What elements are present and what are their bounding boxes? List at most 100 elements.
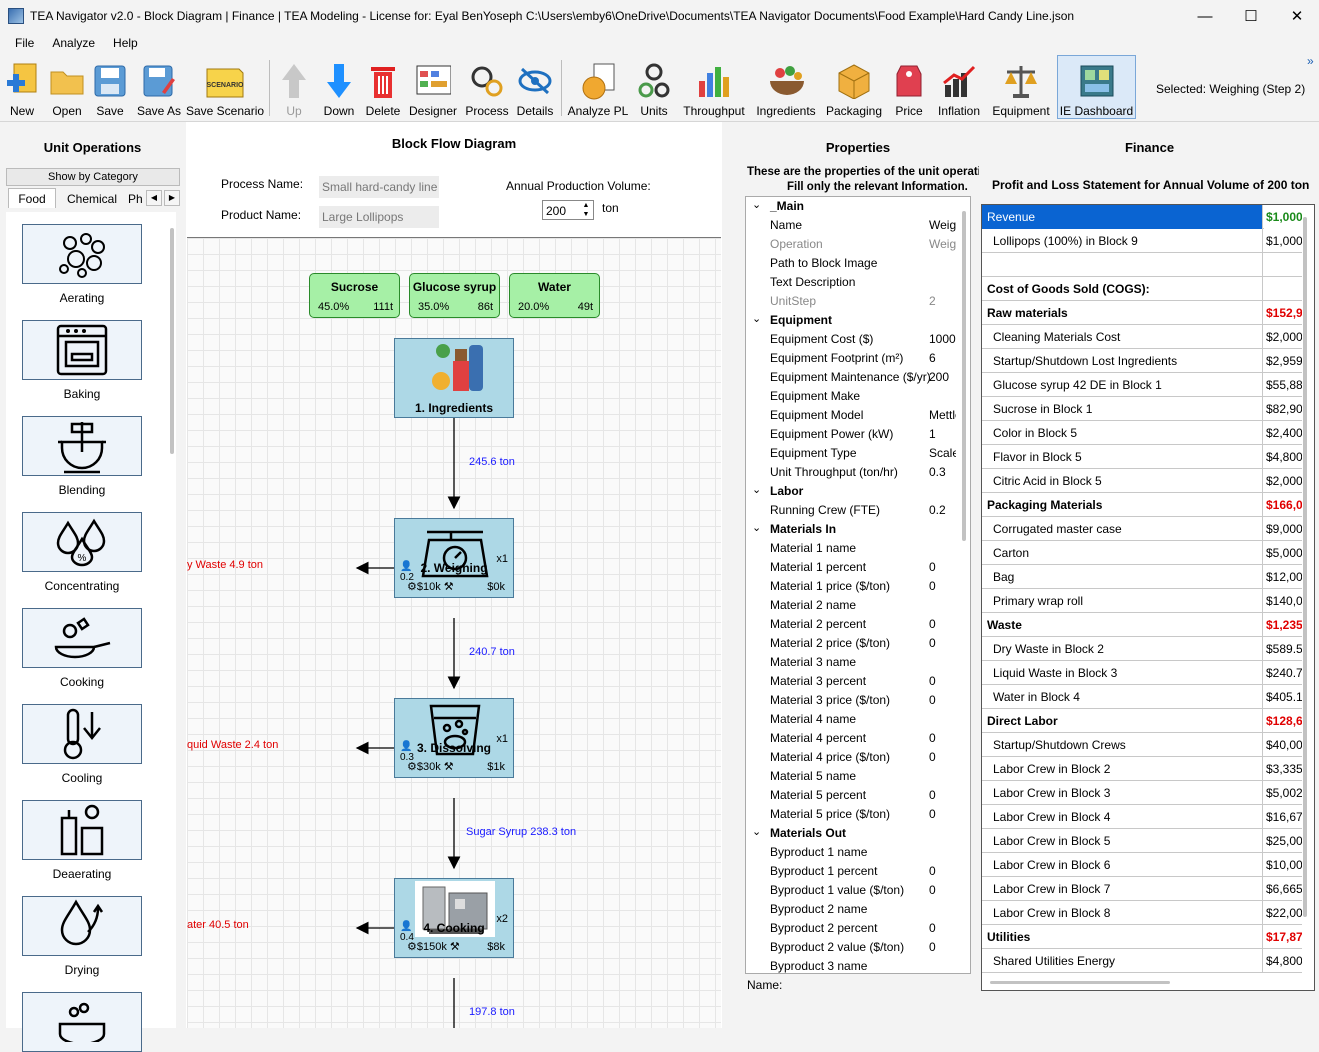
- tab-food[interactable]: Food: [8, 188, 56, 208]
- unit-op-baking[interactable]: [22, 320, 142, 380]
- unit-op-deaerating[interactable]: [22, 800, 142, 860]
- pl-item-row[interactable]: Labor Crew in Block 2$3,335: [982, 757, 1302, 781]
- show-by-category-button[interactable]: Show by Category: [6, 168, 180, 186]
- pl-category-row[interactable]: Utilities$17,87: [982, 925, 1302, 949]
- minimize-button[interactable]: —: [1197, 7, 1213, 25]
- property-row[interactable]: Equipment Make: [746, 387, 956, 406]
- unit-op-cooling[interactable]: [22, 704, 142, 764]
- property-row[interactable]: Byproduct 1 name: [746, 843, 956, 862]
- property-row[interactable]: Material 4 price ($/ton)0: [746, 748, 956, 767]
- pl-category-row[interactable]: Raw materials$152,9: [982, 301, 1302, 325]
- property-row[interactable]: Equipment Power (kW)1: [746, 425, 956, 444]
- property-row[interactable]: Equipment Maintenance ($/yr)200: [746, 368, 956, 387]
- unit-op-concentrating[interactable]: %: [22, 512, 142, 572]
- property-row[interactable]: NameWeighing: [746, 216, 956, 235]
- pl-revenue-row[interactable]: Revenue$1,000: [982, 205, 1302, 229]
- block-ingredients[interactable]: 1. Ingredients: [394, 338, 514, 418]
- property-row[interactable]: Byproduct 2 value ($/ton)0: [746, 938, 956, 957]
- property-value[interactable]: 0: [929, 883, 936, 897]
- property-row[interactable]: Material 3 name: [746, 653, 956, 672]
- toolbar-overflow-button[interactable]: »: [1307, 54, 1314, 68]
- tab-pharma[interactable]: Ph: [128, 192, 143, 206]
- pl-item-row[interactable]: Labor Crew in Block 5$25,00: [982, 829, 1302, 853]
- block-weighing[interactable]: 👤0.2 x1 2. Weighing ⚙$10k ⚒ $0k: [394, 518, 514, 598]
- delete-button[interactable]: Delete: [364, 56, 402, 118]
- pl-item-row[interactable]: Citric Acid in Block 5$2,000: [982, 469, 1302, 493]
- pl-item-row[interactable]: Labor Crew in Block 8$22,00: [982, 901, 1302, 925]
- property-category[interactable]: ⌄Equipment: [746, 311, 956, 330]
- property-row[interactable]: Material 2 name: [746, 596, 956, 615]
- property-value[interactable]: 200: [929, 370, 950, 384]
- property-row[interactable]: Material 2 price ($/ton)0: [746, 634, 956, 653]
- property-value[interactable]: 0: [929, 788, 936, 802]
- menu-help[interactable]: Help: [113, 36, 138, 50]
- pl-item-row[interactable]: Color in Block 5$2,400: [982, 421, 1302, 445]
- unit-op-aerating[interactable]: [22, 224, 142, 284]
- property-value[interactable]: 0: [929, 617, 936, 631]
- volume-spinner[interactable]: ▲▼: [582, 202, 590, 218]
- property-value[interactable]: 10000: [929, 332, 956, 346]
- property-row[interactable]: Equipment Footprint (m²)6: [746, 349, 956, 368]
- ingredients-button[interactable]: Ingredients: [754, 56, 818, 118]
- property-category[interactable]: ⌄Labor: [746, 482, 956, 501]
- pl-item-row[interactable]: Startup/Shutdown Crews$40,00: [982, 733, 1302, 757]
- tab-chemical[interactable]: Chemical: [66, 192, 117, 206]
- property-value[interactable]: 0: [929, 636, 936, 650]
- new-button[interactable]: New: [4, 56, 40, 118]
- pl-item-row[interactable]: Bag$12,00: [982, 565, 1302, 589]
- block-dissolving[interactable]: 👤0.3 x1 3. Dissolving ⚙$30k ⚒ $1k: [394, 698, 514, 778]
- volume-input[interactable]: 200: [542, 200, 594, 220]
- maximize-button[interactable]: ☐: [1244, 8, 1258, 25]
- units-button[interactable]: Units: [636, 56, 672, 118]
- property-value[interactable]: 2: [929, 294, 936, 308]
- chevron-down-icon[interactable]: ⌄: [752, 313, 762, 325]
- ingredient-sucrose[interactable]: Sucrose 45.0% 111t: [309, 273, 400, 318]
- property-row[interactable]: Material 1 price ($/ton)0: [746, 577, 956, 596]
- pl-category-row[interactable]: Direct Labor$128,6: [982, 709, 1302, 733]
- save-as-button[interactable]: Save As: [136, 56, 182, 118]
- down-button[interactable]: Down: [320, 56, 358, 118]
- property-value[interactable]: 0: [929, 674, 936, 688]
- pl-item-row[interactable]: Shared Utilities Energy$4,800: [982, 949, 1302, 973]
- pl-scrollbar-vertical[interactable]: [1303, 217, 1307, 917]
- property-row[interactable]: Equipment Cost ($)10000: [746, 330, 956, 349]
- save-scenario-button[interactable]: SCENARIO Save Scenario: [186, 56, 264, 118]
- throughput-button[interactable]: Throughput: [680, 56, 748, 118]
- property-row[interactable]: Equipment ModelMettler: [746, 406, 956, 425]
- property-value[interactable]: 1: [929, 427, 936, 441]
- property-value[interactable]: 0: [929, 579, 936, 593]
- property-row[interactable]: Equipment TypeScale: [746, 444, 956, 463]
- property-value[interactable]: 0: [929, 693, 936, 707]
- close-button[interactable]: ✕: [1290, 8, 1304, 25]
- save-button[interactable]: Save: [92, 56, 128, 118]
- pl-scrollbar-horizontal[interactable]: [990, 981, 1170, 984]
- open-button[interactable]: Open: [48, 56, 86, 118]
- pl-item-row[interactable]: Flavor in Block 5$4,800: [982, 445, 1302, 469]
- property-row[interactable]: Material 5 name: [746, 767, 956, 786]
- pl-item-row[interactable]: Lollipops (100%) in Block 9$1,000: [982, 229, 1302, 253]
- price-button[interactable]: Price: [892, 56, 926, 118]
- pl-category-row[interactable]: Waste$1,235: [982, 613, 1302, 637]
- property-value[interactable]: Mettler: [929, 408, 956, 422]
- property-value[interactable]: 0: [929, 864, 936, 878]
- pl-item-row[interactable]: Labor Crew in Block 7$6,665: [982, 877, 1302, 901]
- pl-item-row[interactable]: Cleaning Materials Cost$2,000: [982, 325, 1302, 349]
- up-button[interactable]: Up: [278, 56, 310, 118]
- chevron-down-icon[interactable]: ⌄: [752, 522, 762, 534]
- ie-dashboard-button[interactable]: IE Dashboard: [1057, 55, 1136, 119]
- property-value[interactable]: 6: [929, 351, 936, 365]
- unit-op-blending[interactable]: [22, 416, 142, 476]
- product-name-input[interactable]: Large Lollipops: [319, 206, 439, 228]
- property-row[interactable]: Text Description: [746, 273, 956, 292]
- pl-item-row[interactable]: Liquid Waste in Block 3$240.7: [982, 661, 1302, 685]
- pl-category-row[interactable]: Cost of Goods Sold (COGS):: [982, 277, 1302, 301]
- property-value[interactable]: 0.3: [929, 465, 946, 479]
- property-row[interactable]: Byproduct 3 name: [746, 957, 956, 973]
- property-value[interactable]: 0: [929, 560, 936, 574]
- pl-item-row[interactable]: Glucose syrup 42 DE in Block 1$55,88: [982, 373, 1302, 397]
